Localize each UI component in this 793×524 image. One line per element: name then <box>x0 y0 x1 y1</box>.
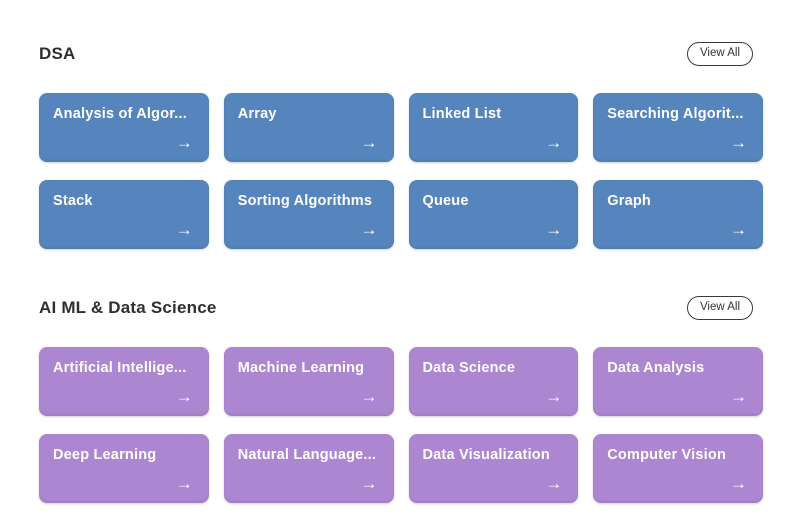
arrow-right-icon: → <box>730 387 747 406</box>
card-title: Artificial Intellige... <box>53 360 187 376</box>
card-title: Computer Vision <box>607 447 726 463</box>
category-card-sorting-algorithms[interactable]: Sorting Algorithms → <box>223 180 394 249</box>
arrow-right-icon: → <box>360 133 378 152</box>
section-header: AI ML & Data Science View All <box>39 296 763 320</box>
category-card-linked-list[interactable]: Linked List → <box>408 93 579 162</box>
card-title: Graph <box>607 193 651 209</box>
arrow-right-icon: → <box>730 220 747 239</box>
arrow-right-icon: → <box>175 387 193 406</box>
category-card-data-analysis[interactable]: Data Analysis → <box>593 347 763 416</box>
category-card-searching-algorithms[interactable]: Searching Algorit... → <box>593 93 763 162</box>
category-card-queue[interactable]: Queue → <box>408 180 579 249</box>
card-title: Machine Learning <box>237 360 365 376</box>
category-card-deep-learning[interactable]: Deep Learning → <box>39 434 209 503</box>
section-title-dsa: DSA <box>39 44 76 63</box>
category-card-machine-learning[interactable]: Machine Learning → <box>223 347 394 416</box>
arrow-right-icon: → <box>545 133 563 152</box>
card-title: Linked List <box>422 106 502 122</box>
section-ai-ml-data-science: AI ML & Data Science View All Artificial… <box>39 296 763 503</box>
card-title: Sorting Algorithms <box>237 193 373 209</box>
card-grid-ai-ml: Artificial Intellige... → Machine Learni… <box>39 347 763 503</box>
category-card-stack[interactable]: Stack → <box>39 180 209 249</box>
card-grid-dsa: Analysis of Algor... → Array → Linked Li… <box>39 93 763 249</box>
category-card-computer-vision[interactable]: Computer Vision → <box>593 434 763 503</box>
view-all-button-ai-ml[interactable]: View All <box>686 296 753 320</box>
arrow-right-icon: → <box>545 387 563 406</box>
arrow-right-icon: → <box>175 220 193 239</box>
arrow-right-icon: → <box>175 133 193 152</box>
card-title: Searching Algorit... <box>607 106 744 122</box>
category-card-array[interactable]: Array → <box>223 93 394 162</box>
card-title: Array <box>237 106 277 122</box>
arrow-right-icon: → <box>175 474 193 493</box>
card-title: Natural Language... <box>237 447 377 463</box>
category-card-natural-language-processing[interactable]: Natural Language... → <box>223 434 394 503</box>
card-title: Data Science <box>422 360 516 376</box>
arrow-right-icon: → <box>545 474 563 493</box>
section-title-ai-ml: AI ML & Data Science <box>39 298 217 317</box>
arrow-right-icon: → <box>360 220 378 239</box>
card-title: Analysis of Algor... <box>53 106 187 122</box>
category-card-analysis-of-algorithms[interactable]: Analysis of Algor... → <box>39 93 209 162</box>
view-all-button-dsa[interactable]: View All <box>686 42 753 66</box>
card-title: Queue <box>422 193 469 209</box>
arrow-right-icon: → <box>545 220 563 239</box>
category-card-graph[interactable]: Graph → <box>593 180 763 249</box>
card-title: Data Analysis <box>607 360 705 376</box>
arrow-right-icon: → <box>360 474 378 493</box>
card-title: Data Visualization <box>422 447 550 463</box>
arrow-right-icon: → <box>730 133 747 152</box>
card-title: Stack <box>53 193 93 209</box>
section-dsa: DSA View All Analysis of Algor... → Arra… <box>39 42 763 249</box>
category-card-artificial-intelligence[interactable]: Artificial Intellige... → <box>39 347 209 416</box>
section-header: DSA View All <box>39 42 763 66</box>
category-card-data-science[interactable]: Data Science → <box>408 347 579 416</box>
card-title: Deep Learning <box>53 447 157 463</box>
category-card-data-visualization[interactable]: Data Visualization → <box>408 434 579 503</box>
arrow-right-icon: → <box>730 474 747 493</box>
arrow-right-icon: → <box>360 387 378 406</box>
